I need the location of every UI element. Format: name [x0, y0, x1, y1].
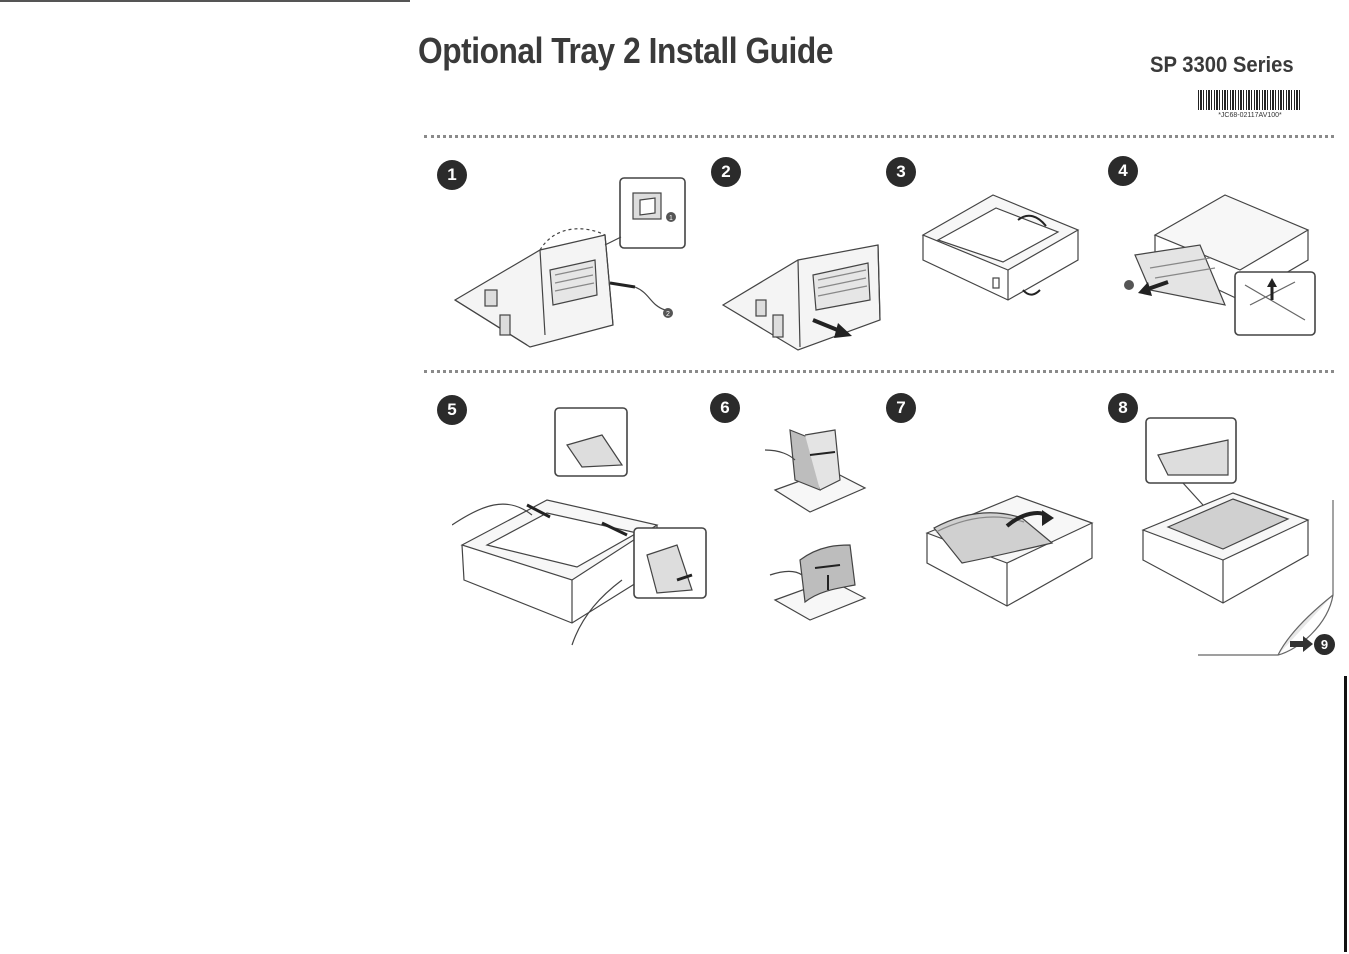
printer-power-off-icon: 1 2 — [453, 177, 686, 348]
tray-unpack-icon — [921, 194, 1080, 301]
divider-top — [424, 135, 1334, 138]
paper-level-check-icon — [1141, 417, 1334, 656]
step-badge-2: 2 — [711, 157, 741, 187]
step-badge-7: 7 — [886, 393, 916, 423]
callout-1: 1 — [669, 215, 673, 222]
barcode-icon — [1198, 90, 1302, 110]
printer-unplug-icon — [721, 244, 881, 351]
divider-middle — [424, 370, 1334, 373]
paper-load-icon — [925, 495, 1094, 607]
step-badge-4: 4 — [1108, 156, 1138, 186]
barcode-text: *JC68-02117AV100* — [1218, 112, 1282, 119]
callout-2: 2 — [666, 311, 670, 318]
step-badge-1: 1 — [437, 160, 467, 190]
top-rule — [0, 0, 410, 2]
next-step-badge: 9 — [1314, 634, 1335, 655]
tray-adjust-guides-icon — [452, 407, 707, 646]
arrow-right-icon — [1290, 636, 1313, 652]
right-edge-rule — [1344, 676, 1347, 952]
step-badge-8: 8 — [1108, 393, 1138, 423]
step-badge-6: 6 — [710, 393, 740, 423]
step-badge-5: 5 — [437, 395, 467, 425]
paper-flex-icon — [764, 429, 867, 621]
page-title: Optional Tray 2 Install Guide — [418, 30, 834, 71]
model-series: SP 3300 Series — [1150, 52, 1294, 77]
tray-pull-out-icon — [1124, 194, 1316, 336]
step-badge-3: 3 — [886, 157, 916, 187]
